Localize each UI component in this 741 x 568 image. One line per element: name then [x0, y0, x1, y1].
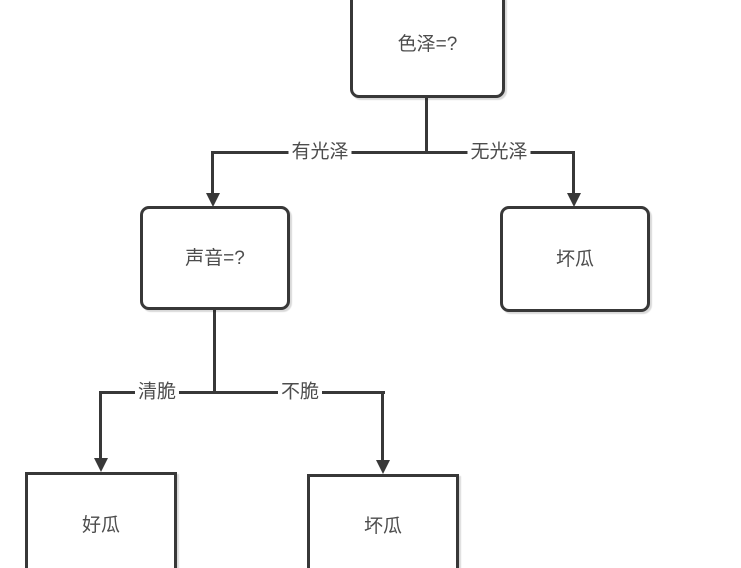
edge-label-shiny[interactable]: 有光泽 — [288, 142, 352, 164]
arrowhead-to-bad-bottom — [376, 460, 390, 474]
arrowhead-to-sound — [206, 193, 220, 207]
edge-branch-bottom-horizontal — [99, 391, 385, 394]
node-root-label: 色泽=? — [397, 33, 458, 55]
node-bad-melon-bottom[interactable]: 坏瓜 — [307, 474, 459, 568]
edge-not-shiny-drop — [572, 151, 575, 194]
edge-label-not-crisp[interactable]: 不脆 — [277, 382, 323, 404]
node-good-melon[interactable]: 好瓜 — [25, 472, 177, 568]
edge-label-not-shiny[interactable]: 无光泽 — [467, 142, 531, 164]
edge-branch-top-horizontal — [211, 151, 575, 154]
edge-root-stem — [425, 97, 428, 154]
node-bad-bottom-label: 坏瓜 — [363, 515, 402, 537]
node-root-color[interactable]: 色泽=? — [350, 0, 505, 98]
edge-shiny-drop — [211, 151, 214, 194]
edge-sound-stem — [213, 309, 216, 394]
edge-crisp-drop — [99, 391, 102, 459]
edge-label-crisp[interactable]: 清脆 — [134, 382, 180, 404]
node-bad-melon-right[interactable]: 坏瓜 — [500, 206, 650, 312]
node-good-label: 好瓜 — [81, 514, 120, 536]
arrowhead-to-good — [94, 458, 108, 472]
node-sound[interactable]: 声音=? — [140, 206, 290, 310]
node-bad-right-label: 坏瓜 — [555, 248, 594, 270]
node-sound-label: 声音=? — [185, 247, 245, 269]
edge-not-crisp-drop — [381, 391, 384, 461]
arrowhead-to-bad-right — [567, 193, 581, 207]
